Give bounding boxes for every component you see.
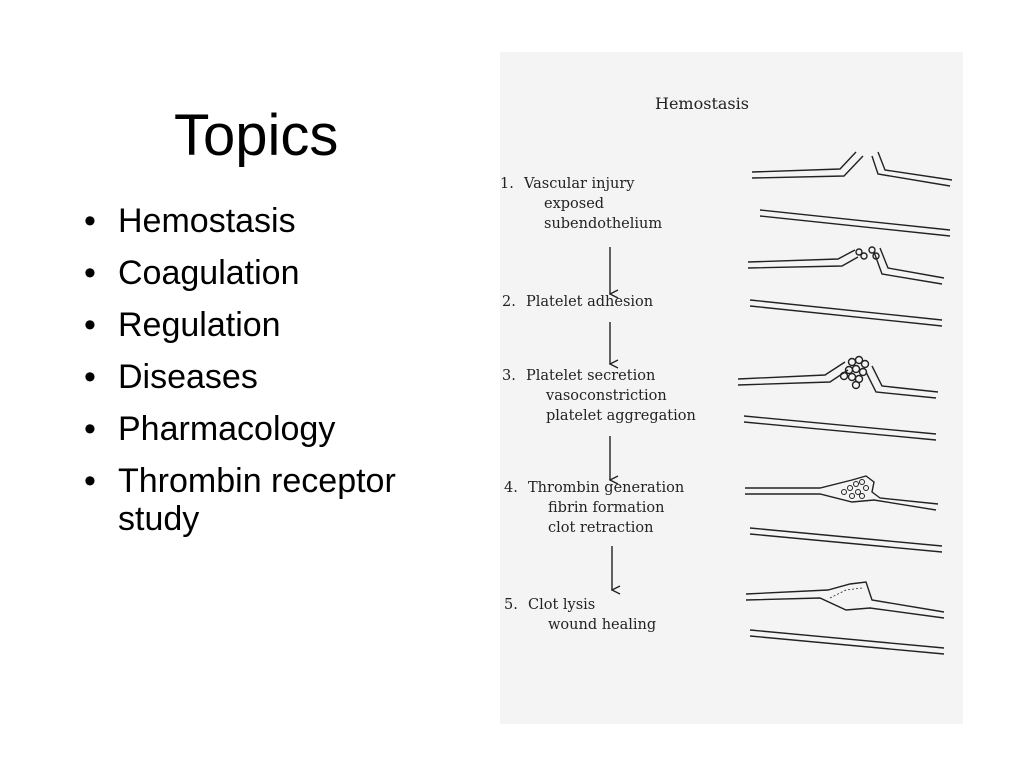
list-item: • Diseases <box>80 358 460 396</box>
list-item: • Coagulation <box>80 254 460 292</box>
topic-label: Hemostasis <box>118 202 296 240</box>
step-detail: fibrin formation <box>548 500 665 516</box>
step-4: 4. Thrombin generation fibrin formation c… <box>504 478 684 538</box>
list-item: • Hemostasis <box>80 202 460 240</box>
step-label: Thrombin generation <box>528 480 685 496</box>
topic-list: • Hemostasis • Coagulation • Regulation • Di… <box>80 202 460 552</box>
step-detail: vasoconstriction <box>546 388 667 404</box>
topic-label: Coagulation <box>118 254 300 292</box>
step-detail: exposed <box>544 196 605 212</box>
step-1: 1. Vascular injury exposed subendothelium <box>500 174 662 234</box>
step-number: 3. <box>502 368 516 384</box>
step-detail: platelet aggregation <box>546 408 696 424</box>
slide-title: Topics <box>174 103 339 168</box>
step-label: Platelet adhesion <box>526 294 654 310</box>
step-3: 3. Platelet secretion vasoconstriction pl… <box>502 366 696 426</box>
list-item: • Thrombin receptor study <box>80 462 460 538</box>
step-label: Vascular injury <box>524 176 635 192</box>
figure-title: Hemostasis <box>655 94 749 113</box>
list-item: • Pharmacology <box>80 410 460 448</box>
step-detail: wound healing <box>548 617 657 633</box>
bullet-icon: • <box>84 410 96 448</box>
hemostasis-figure: Hemostasis 1. Vascular injury exposed sub… <box>500 52 963 724</box>
step-number: 1. <box>500 176 514 192</box>
hemostasis-diagram <box>500 151 953 655</box>
vessel-step-1 <box>751 151 953 237</box>
bullet-icon: • <box>84 306 96 344</box>
bullet-icon: • <box>84 202 96 240</box>
vessel-step-5 <box>745 581 945 655</box>
bullet-icon: • <box>84 254 96 292</box>
step-label: Platelet secretion <box>526 368 656 384</box>
vessel-step-2 <box>747 246 945 327</box>
step-5: 5. Clot lysis wound healing <box>504 595 656 635</box>
topic-label: Thrombin receptor study <box>118 462 396 538</box>
step-number: 2. <box>502 294 516 310</box>
step-label: Clot lysis <box>528 597 596 613</box>
step-2: 2. Platelet adhesion <box>502 292 653 312</box>
bullet-icon: • <box>84 358 96 396</box>
vessel-step-3 <box>737 355 939 441</box>
topic-label: Regulation <box>118 306 281 344</box>
step-detail: clot retraction <box>548 520 654 536</box>
list-item: • Regulation <box>80 306 460 344</box>
step-number: 5. <box>504 597 518 613</box>
step-number: 4. <box>504 480 518 496</box>
topic-label: Pharmacology <box>118 410 336 448</box>
topic-label: Diseases <box>118 358 258 396</box>
step-detail: subendothelium <box>544 216 663 232</box>
vessel-step-4 <box>745 475 943 553</box>
bullet-icon: • <box>84 462 96 500</box>
